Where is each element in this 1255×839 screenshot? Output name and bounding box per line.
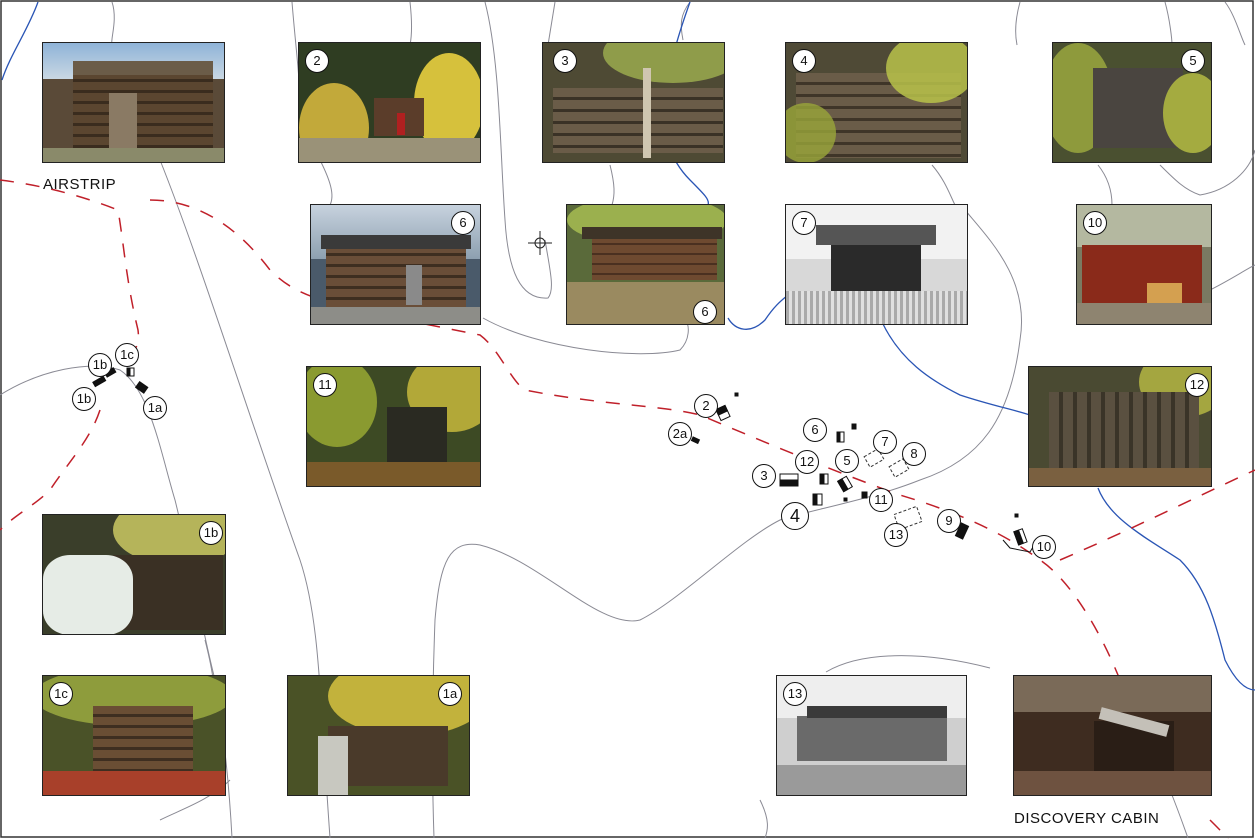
cabin-2-photo: 2: [298, 42, 481, 163]
map-label-11: 11: [869, 488, 893, 512]
map-label-13: 13: [884, 523, 908, 547]
photo-badge: 3: [553, 49, 577, 73]
cabin-1c-photo: 1c: [42, 675, 226, 796]
photo-badge: 1c: [49, 682, 73, 706]
discovery-cabin-photo: [1013, 675, 1212, 796]
building-markers: [92, 367, 1034, 553]
photo-badge: 12: [1185, 373, 1209, 397]
trail-lines: [0, 179, 1255, 839]
cabin-13-photo: 13: [776, 675, 967, 796]
map-label-4: 4: [781, 502, 809, 530]
cabin-11-photo: 11: [306, 366, 481, 487]
cabin-4-photo: 4: [785, 42, 968, 163]
photo-badge: 7: [792, 211, 816, 235]
photo-badge: 11: [313, 373, 337, 397]
cabin-10-photo: 10: [1076, 204, 1212, 325]
cabin-6-photo-b: 6: [566, 204, 725, 325]
photo-badge: 1b: [199, 521, 223, 545]
cabin-12-photo: 12: [1028, 366, 1212, 487]
cabin-1a-photo: 1a: [287, 675, 470, 796]
photo-badge: 1a: [438, 682, 462, 706]
cabin-6-photo-a: 6: [310, 204, 481, 325]
airstrip-label: AIRSTRIP: [43, 176, 117, 193]
airstrip-cabin-photo: [42, 42, 225, 163]
crosshair-marker: [528, 231, 552, 255]
map-label-10: 10: [1032, 535, 1056, 559]
map-label-1b-bottom: 1b: [72, 387, 96, 411]
photo-badge: 13: [783, 682, 807, 706]
map-label-1c: 1c: [115, 343, 139, 367]
map-label-5: 5: [835, 449, 859, 473]
map-label-2a: 2a: [668, 422, 692, 446]
photo-badge: 4: [792, 49, 816, 73]
cabin-3-photo: 3: [542, 42, 725, 163]
cabin-5-photo: 5: [1052, 42, 1212, 163]
map-label-8: 8: [902, 442, 926, 466]
map-label-9: 9: [937, 509, 961, 533]
map-label-2: 2: [694, 394, 718, 418]
map-label-3: 3: [752, 464, 776, 488]
photo-badge: 6: [451, 211, 475, 235]
map-label-1b-top: 1b: [88, 353, 112, 377]
map-label-7: 7: [873, 430, 897, 454]
map-label-1a: 1a: [143, 396, 167, 420]
photo-badge: 2: [305, 49, 329, 73]
photo-badge: 5: [1181, 49, 1205, 73]
map-label-6: 6: [803, 418, 827, 442]
discovery-cabin-label: DISCOVERY CABIN: [1014, 810, 1160, 827]
map-label-12: 12: [795, 450, 819, 474]
photo-badge: 6: [693, 300, 717, 324]
cabin-7-photo: 7: [785, 204, 968, 325]
cabin-1b-photo: 1b: [42, 514, 226, 635]
former-building-markers: [863, 448, 923, 531]
photo-badge: 10: [1083, 211, 1107, 235]
